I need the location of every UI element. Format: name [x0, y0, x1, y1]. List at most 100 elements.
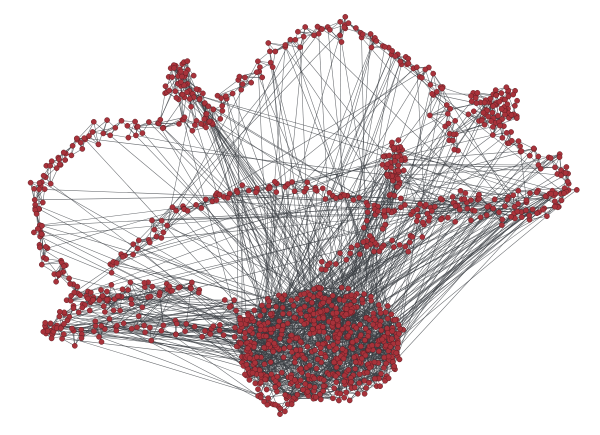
graph-edge	[425, 123, 449, 205]
graph-edge	[212, 124, 345, 196]
graph-node	[371, 359, 378, 366]
graph-node	[200, 90, 206, 97]
graph-node	[444, 110, 451, 117]
graph-node	[257, 326, 264, 333]
graph-node	[141, 279, 148, 286]
graph-node	[169, 74, 175, 80]
graph-node	[87, 289, 94, 296]
graph-node	[330, 342, 337, 348]
graph-node	[271, 340, 278, 347]
graph-edge	[429, 113, 448, 116]
graph-node	[347, 308, 354, 315]
graph-node	[385, 375, 392, 382]
graph-edge	[429, 88, 443, 116]
graph-node	[139, 304, 146, 311]
graph-edge	[467, 208, 533, 210]
graph-node	[333, 364, 340, 371]
graph-node	[405, 55, 412, 62]
graph-edge	[278, 37, 376, 385]
graph-node	[274, 373, 281, 380]
graph-node	[210, 106, 217, 113]
graph-edge	[161, 28, 323, 239]
graph-node	[405, 60, 412, 67]
graph-node	[345, 320, 352, 327]
graph-node	[265, 395, 272, 401]
graph-node	[39, 222, 45, 229]
graph-edge	[246, 323, 281, 415]
graph-node	[27, 179, 34, 186]
graph-edge	[448, 120, 456, 141]
graph-node	[64, 317, 71, 324]
graph-node	[195, 289, 202, 296]
graph-node	[270, 348, 277, 355]
graph-node	[239, 81, 246, 87]
graph-edge	[384, 183, 569, 338]
graph-edge	[190, 92, 509, 198]
graph-node	[278, 369, 285, 376]
graph-node	[277, 335, 283, 342]
graph-node	[148, 337, 155, 344]
graph-node	[349, 345, 356, 352]
graph-edge	[30, 182, 44, 203]
graph-node	[346, 397, 353, 404]
graph-node	[166, 283, 173, 290]
graph-edge	[466, 131, 512, 203]
graph-node	[294, 295, 300, 302]
graph-node	[297, 310, 304, 317]
graph-edge	[395, 55, 414, 69]
graph-node	[427, 112, 433, 119]
graph-node	[450, 131, 457, 138]
graph-node	[275, 323, 281, 330]
graph-edge	[255, 192, 284, 300]
graph-edge	[394, 150, 522, 162]
graph-node	[364, 369, 371, 376]
graph-edge	[199, 99, 354, 308]
graph-node	[261, 307, 267, 314]
graph-node	[368, 44, 375, 51]
graph-node	[171, 65, 177, 71]
graph-node	[67, 297, 74, 304]
graph-node	[272, 401, 279, 408]
graph-node	[277, 411, 283, 417]
graph-node	[378, 370, 384, 377]
graph-node	[38, 231, 45, 238]
graph-node	[36, 180, 43, 186]
graph-node	[321, 377, 327, 384]
graph-node	[352, 365, 359, 372]
graph-node	[166, 87, 173, 94]
graph-node	[184, 58, 191, 64]
graph-edge	[396, 88, 443, 337]
graph-node	[377, 383, 383, 390]
graph-node	[338, 39, 345, 45]
graph-node	[348, 379, 355, 385]
graph-node	[237, 340, 244, 347]
graph-node	[110, 307, 117, 314]
graph-node	[343, 311, 350, 318]
graph-edge	[41, 262, 62, 265]
graph-node	[74, 283, 81, 290]
graph-node	[340, 355, 347, 362]
graph-edge	[263, 196, 342, 311]
graph-node	[193, 202, 199, 208]
graph-node	[141, 322, 147, 329]
graph-node	[363, 385, 369, 391]
graph-edge	[50, 183, 265, 348]
graph-node	[359, 31, 366, 38]
graph-node	[101, 326, 108, 332]
graph-node	[341, 372, 348, 379]
graph-node	[264, 401, 271, 408]
graph-edge	[74, 194, 216, 293]
graph-node	[318, 359, 325, 366]
graph-edge	[115, 326, 262, 383]
graph-node	[375, 302, 382, 308]
graph-node	[320, 315, 327, 321]
graph-edge	[158, 123, 352, 310]
graph-node	[311, 384, 318, 391]
graph-node	[172, 88, 179, 95]
graph-edge	[382, 211, 518, 340]
graph-node	[356, 380, 363, 386]
graph-node	[288, 332, 295, 339]
graph-node	[334, 316, 340, 323]
graph-edge	[240, 160, 396, 344]
